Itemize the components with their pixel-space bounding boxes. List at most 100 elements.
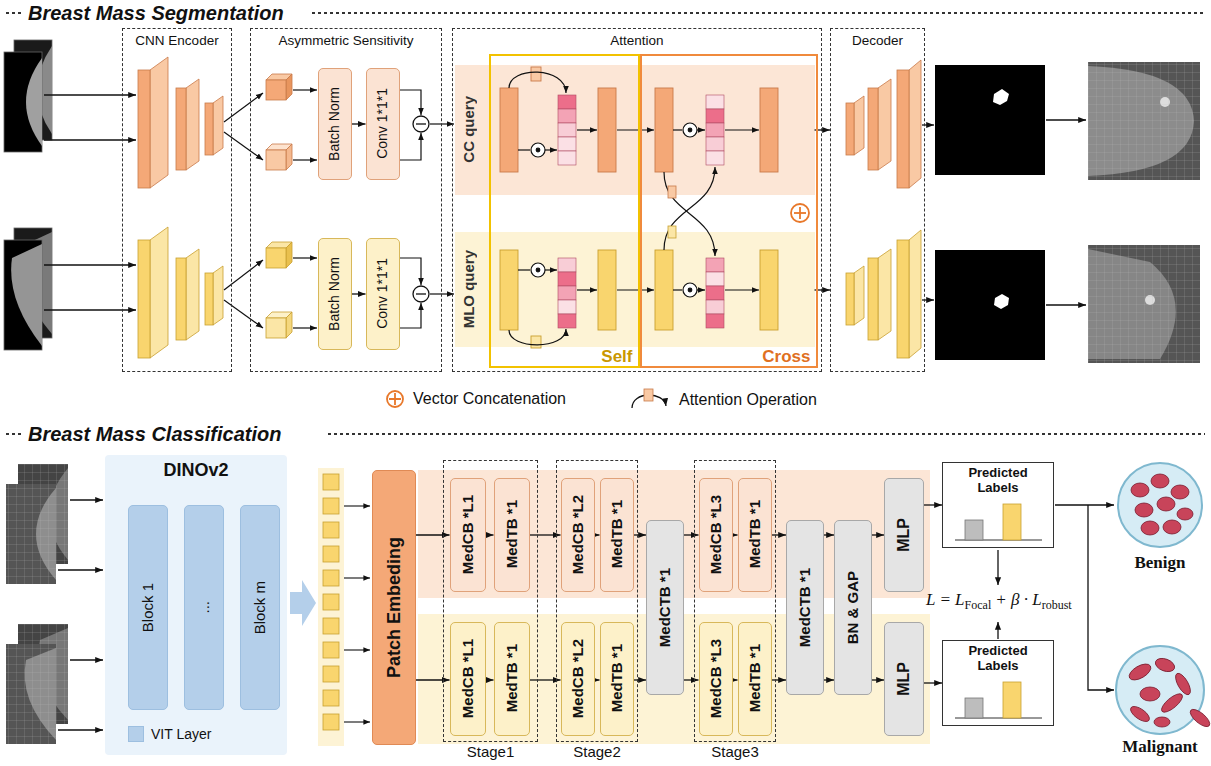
benign-cell (1131, 483, 1149, 497)
block-box: MedTB *1 (494, 622, 530, 736)
malignant-cell (1127, 661, 1154, 683)
benign-cell (1141, 521, 1159, 535)
attention-frame: Self (489, 54, 640, 368)
feature-cube (286, 144, 292, 170)
flow-arrow (595, 534, 600, 535)
attention-vector (558, 286, 576, 300)
block-label: Patch Embeding (384, 537, 405, 678)
band-label: MLO query (460, 250, 477, 328)
patch-tokens (323, 498, 339, 514)
attention-vector (558, 258, 576, 272)
block-label: MedTB *1 (503, 500, 520, 568)
feature-arrow (293, 159, 317, 160)
block-box: Batch Norm (318, 238, 352, 350)
block-box: MedTB *1 (494, 478, 530, 592)
decoder-layers (846, 60, 921, 188)
flow-arrow (595, 679, 600, 680)
flow-arrow (416, 679, 450, 680)
masked-mammogram (6, 644, 56, 744)
mammogram-image (4, 40, 52, 350)
block-label: MedTB *1 (608, 644, 625, 712)
patch-tokens (323, 570, 339, 586)
legend-item: Vector Concatenation (384, 388, 566, 410)
legend-text: Vector Concatenation (413, 390, 566, 408)
patch-tokens (323, 546, 339, 562)
loss-arrow (1088, 505, 1114, 690)
block-box: Block m (240, 505, 280, 710)
cc-attention-blocks (655, 88, 673, 172)
flow-arrow (634, 534, 647, 535)
block-label: MedCB *L3 (707, 495, 724, 574)
decoder-layers (909, 60, 921, 188)
attention-arrow (545, 149, 557, 150)
encoder-layers (138, 70, 150, 188)
query-band-fill (455, 232, 815, 347)
benign-cell (1118, 463, 1202, 547)
encoder-layers (176, 88, 186, 170)
dot-operator (688, 288, 692, 292)
block-label: MedCTB *1 (796, 568, 813, 647)
dot-operator (683, 123, 697, 137)
attention-symbol (644, 389, 653, 401)
flow-arrow (824, 534, 834, 535)
prediction-bars (965, 520, 983, 540)
minus-operator (413, 116, 429, 132)
formula-part: + β · L (995, 590, 1041, 609)
input-arrow (70, 499, 103, 500)
stage-label: Stage1 (444, 743, 537, 760)
module-title: Asymmetric Sensitivity (251, 32, 441, 49)
attention-arrow (673, 129, 682, 130)
cc-attention-blocks (760, 88, 778, 172)
encoder-layers (205, 273, 213, 325)
concat-operator (799, 207, 801, 219)
attention-vector (558, 123, 576, 137)
block-box: MLP (884, 622, 924, 736)
malignant-cell (1116, 646, 1204, 734)
block-label: MedCB *L1 (459, 639, 476, 718)
patch-tokens (323, 690, 339, 706)
dot-operator (536, 268, 540, 272)
block-label: Block 1 (137, 583, 159, 632)
feature-cube (286, 242, 292, 268)
attention-vector (558, 300, 576, 314)
attention-arrow (697, 129, 705, 130)
feature-cube (266, 74, 292, 170)
chart-title: Predicted Labels (956, 643, 1040, 673)
output-arrow (922, 124, 934, 125)
cc-attention-blocks (500, 88, 518, 172)
malignant-cell (1154, 656, 1177, 674)
minus-operator (416, 123, 426, 124)
input-arrow (58, 729, 103, 730)
module-title: Attention (453, 32, 821, 49)
input-arrow (58, 500, 103, 730)
block-label: Block m (249, 581, 271, 634)
attention-vector (558, 151, 576, 165)
malignant-cell (1128, 704, 1152, 725)
dot-operator (683, 283, 697, 297)
section-rule (312, 12, 1205, 14)
flow-arrow (733, 679, 738, 680)
feature-arrow (400, 303, 421, 328)
flow-arrow (416, 534, 450, 535)
frame-label: Self (601, 348, 632, 365)
flow-arrow (684, 534, 699, 535)
decoder-layers (846, 230, 921, 358)
segmentation-mask (935, 65, 1045, 360)
block-box: Block 1 (128, 505, 168, 710)
block-box: ... (184, 505, 224, 710)
formula-part: L = L (926, 590, 965, 609)
concat-symbol (389, 393, 401, 405)
block-box: MedTB *1 (738, 478, 772, 592)
mlo-attention-blocks (500, 250, 518, 330)
attention-vector (558, 109, 576, 123)
attention-vector (706, 286, 724, 300)
attention-arrow (509, 329, 566, 345)
feature-cube (266, 80, 286, 100)
decoder-layers (854, 96, 864, 155)
benign-cell (1177, 508, 1193, 520)
block-box: MedTB *1 (738, 622, 772, 736)
concat-symbol (387, 391, 403, 407)
block-label: MedTB *1 (746, 500, 763, 568)
feature-cube (266, 150, 286, 170)
